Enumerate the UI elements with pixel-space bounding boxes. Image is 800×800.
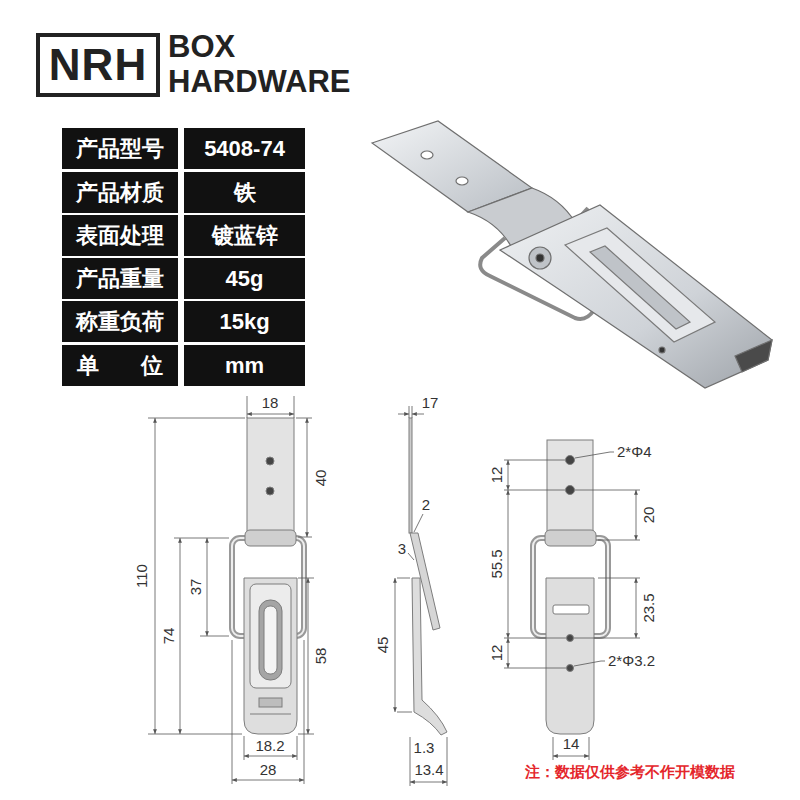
table-header: 单 位 xyxy=(62,345,178,386)
table-value: 镀蓝锌 xyxy=(184,215,305,256)
dimension-label: 3 xyxy=(397,541,407,557)
table-value: 45g xyxy=(184,258,305,299)
front-dimensions xyxy=(148,396,314,784)
back-view xyxy=(533,440,608,734)
table-value: mm xyxy=(184,345,305,386)
note-text: 注：数据仅供参考不作开模数据 xyxy=(525,764,735,780)
dimension-label: 23.5 xyxy=(641,592,657,623)
dimension-label: 12 xyxy=(489,466,505,485)
dimension-label: 17 xyxy=(421,395,440,411)
table-header: 表面处理 xyxy=(62,215,178,256)
table-header: 产品材质 xyxy=(62,172,178,213)
brand-text: BOX xyxy=(168,31,235,64)
latch-illustration xyxy=(372,121,772,388)
dimension-label: 1.3 xyxy=(413,740,436,756)
logo-box: NRH xyxy=(36,33,160,97)
dimension-label: 45 xyxy=(375,636,391,655)
back-dimensions xyxy=(504,452,640,760)
dimension-label: 20 xyxy=(641,506,657,525)
dimension-label: 18.2 xyxy=(254,738,285,754)
table-value: 15kg xyxy=(184,301,305,342)
dimension-label: 2*Φ4 xyxy=(616,444,653,460)
table-header: 称重负荷 xyxy=(62,301,178,342)
table-value: 5408-74 xyxy=(184,128,305,169)
dimension-label: 18 xyxy=(261,395,280,411)
logo-text: NRH xyxy=(49,40,147,90)
dimension-label: 58 xyxy=(313,647,329,666)
table-header: 产品重量 xyxy=(62,258,178,299)
dimension-label: 2*Φ3.2 xyxy=(607,653,656,669)
front-view xyxy=(232,418,304,734)
table-header: 产品型号 xyxy=(62,128,178,169)
dimension-label: 13.4 xyxy=(413,762,444,778)
brand-text: HARDWARE xyxy=(168,66,351,99)
table-value: 铁 xyxy=(184,172,305,213)
dimension-label: 40 xyxy=(313,469,329,488)
dimension-label: 12 xyxy=(489,644,505,663)
dimension-label: 2 xyxy=(421,497,431,513)
dimension-label: 28 xyxy=(259,762,278,778)
side-view xyxy=(409,418,447,735)
dimension-label: 55.5 xyxy=(489,548,505,579)
dimension-label: 74 xyxy=(161,627,177,646)
dimension-label: 14 xyxy=(562,736,581,752)
dimension-label: 110 xyxy=(134,563,150,589)
side-dimensions xyxy=(395,406,447,786)
dimension-label: 37 xyxy=(188,578,204,597)
